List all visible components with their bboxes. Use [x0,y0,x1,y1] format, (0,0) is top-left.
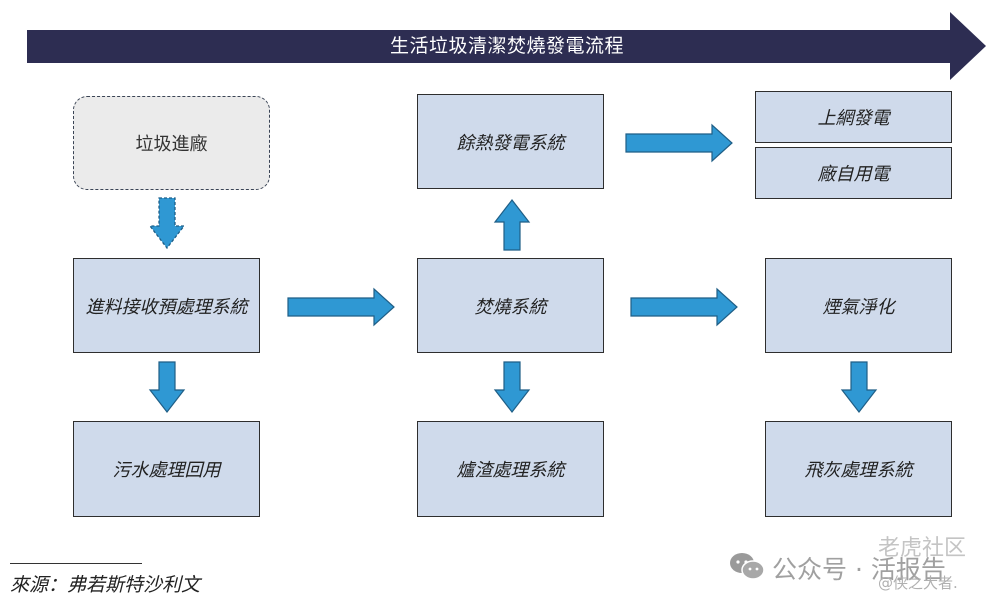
source-note: 來源：弗若斯特沙利文 [10,574,201,596]
watermark-main-text: 公众号 · 活报告 [772,555,946,584]
node-intake-pretreatment: 進料接收預處理系統 [73,258,260,353]
node-plant-self-use: 廠自用電 [755,147,952,199]
arrow-right-heat-power-to-electricity [625,123,733,163]
node-waste-entry: 垃圾進廠 [73,96,270,190]
arrow-down-dashed-entry-to-intake [148,197,186,250]
diagram-title: 生活垃圾清潔焚燒發電流程 [389,35,624,57]
arrow-down-flue-gas-to-fly-ash [840,361,878,413]
watermark: 老虎社区 公众号 · 活报告 @侠之大者. [728,530,993,600]
node-grid-power: 上網發電 [755,91,952,143]
arrow-right-intake-to-incineration [287,287,395,327]
wechat-icon [730,553,765,580]
footnote-divider [10,563,142,564]
title-banner-arrowhead [950,12,986,80]
arrow-down-intake-to-wastewater [148,361,186,413]
arrow-up-incineration-to-heat-power [493,199,531,251]
title-banner [27,30,952,63]
node-waste-heat-power: 餘熱發電系統 [417,94,604,189]
node-flue-gas-purification: 煙氣淨化 [765,258,952,353]
watermark-top-text: 老虎社区 [878,536,967,561]
node-incineration: 焚燒系統 [417,258,604,353]
watermark-sub-text: @侠之大者. [878,574,958,592]
arrow-down-incineration-to-slag [493,361,531,413]
node-fly-ash-treatment: 飛灰處理系統 [765,421,952,517]
node-wastewater-reuse: 污水處理回用 [73,421,260,517]
node-slag-treatment: 爐渣處理系統 [417,421,604,517]
arrow-right-incineration-to-flue-gas [630,287,738,327]
